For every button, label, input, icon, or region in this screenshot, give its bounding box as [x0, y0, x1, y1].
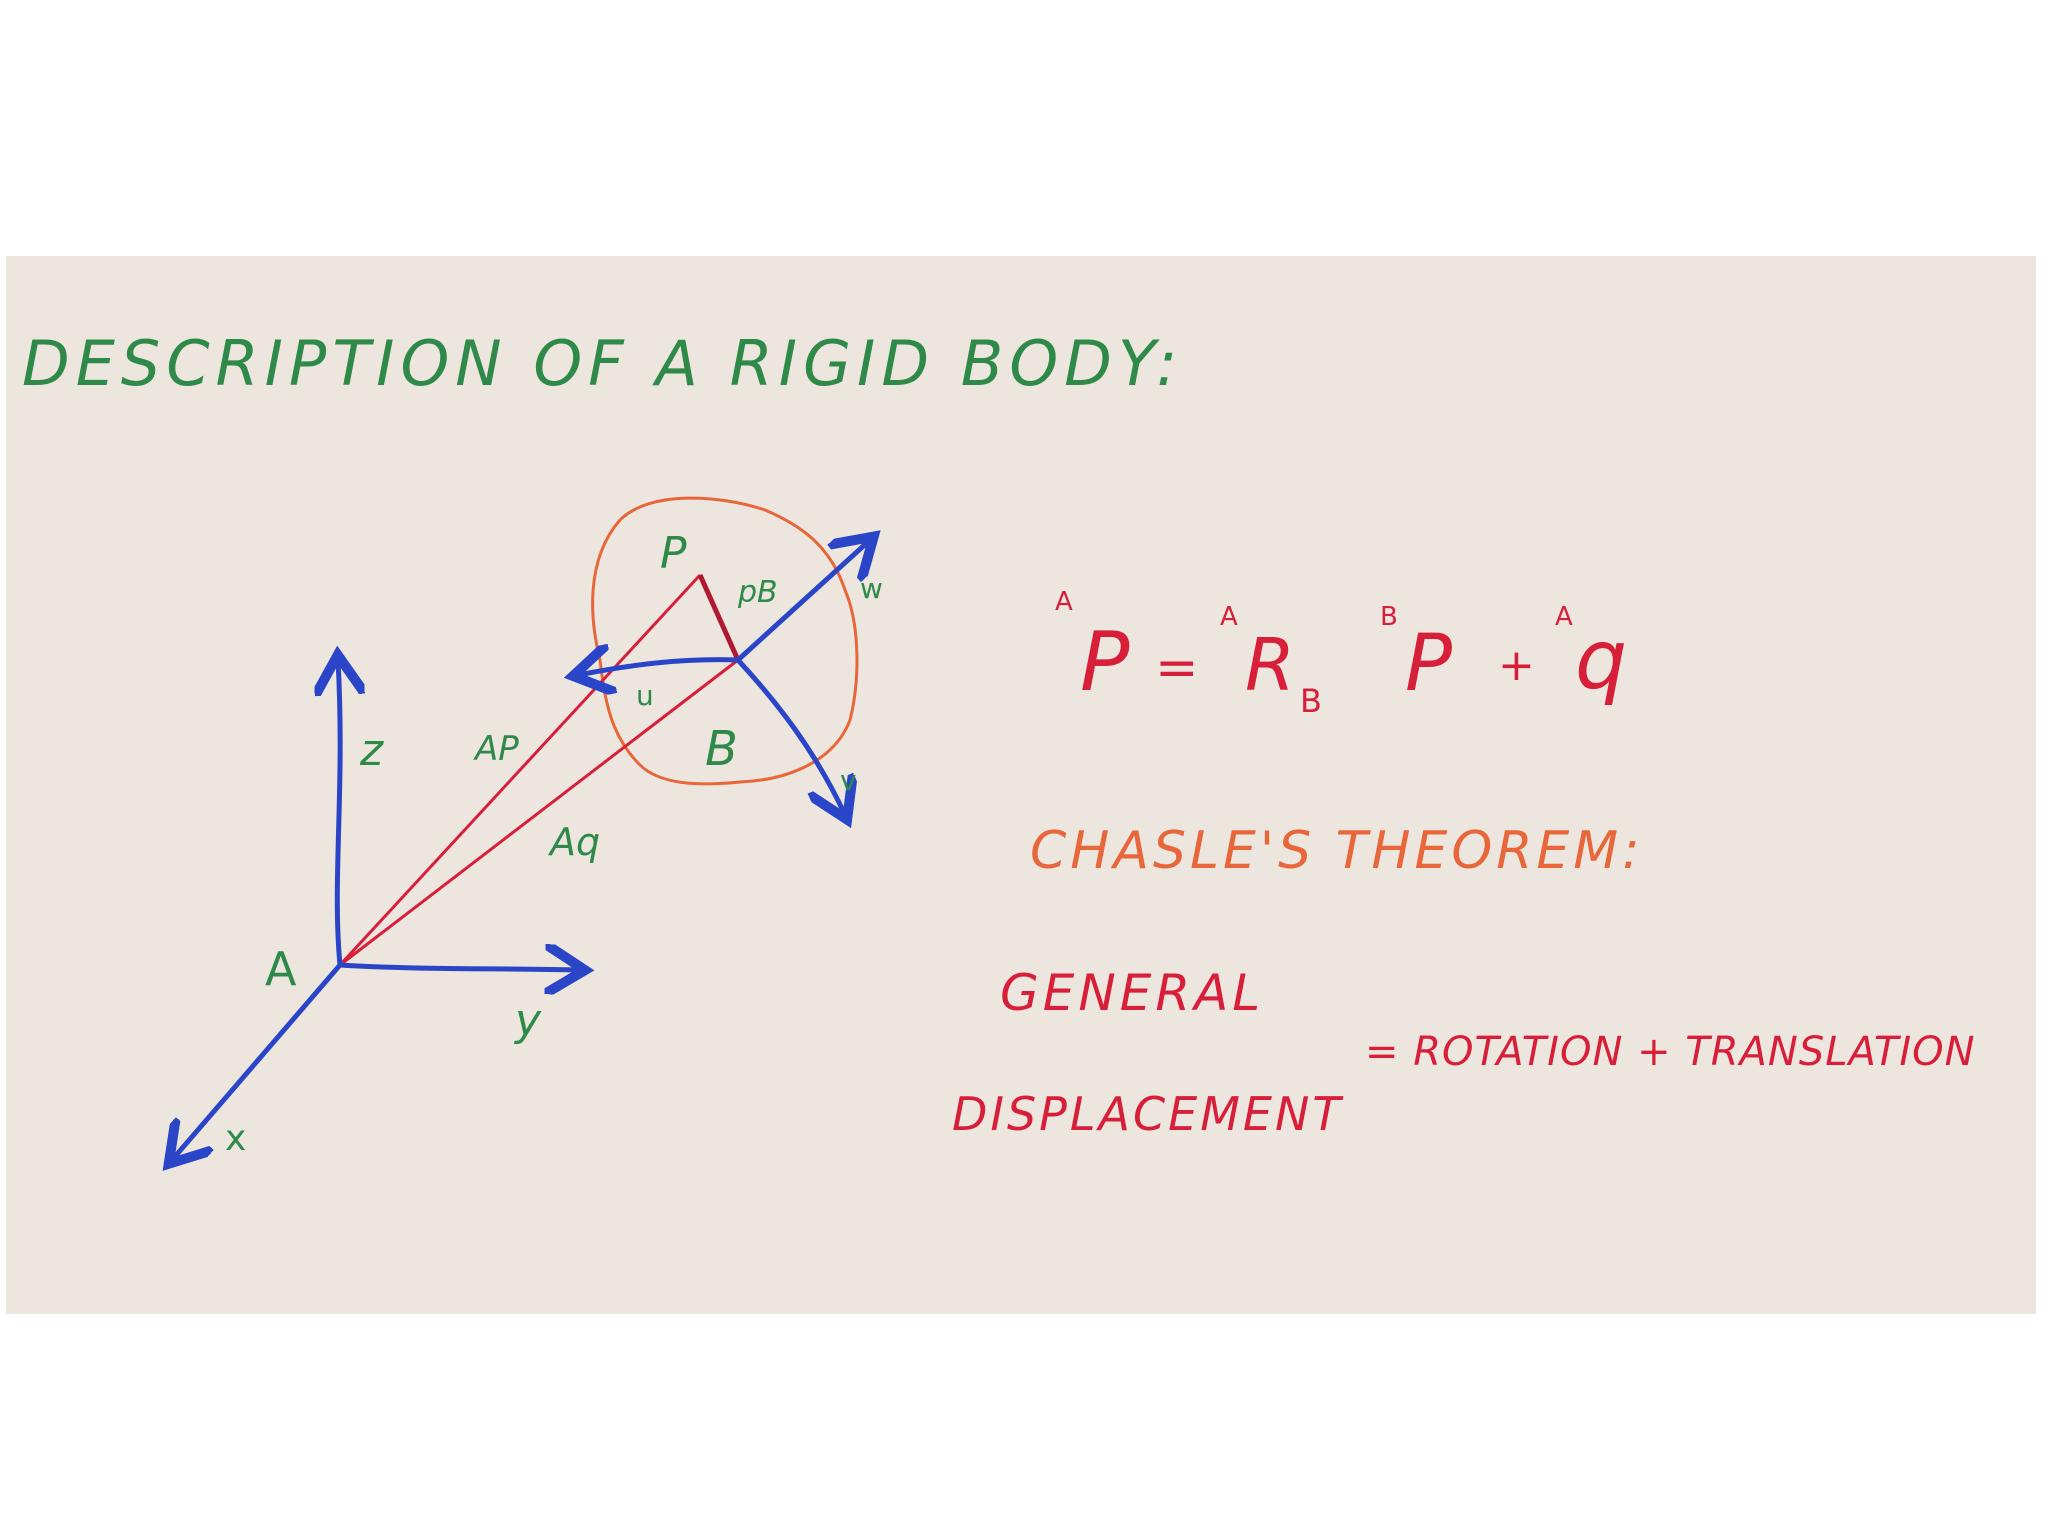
point-p-label: P	[660, 528, 687, 579]
vector-pb-label: pB	[737, 575, 778, 610]
eq-equals: =	[1155, 638, 1199, 698]
eq-rot-sub: B	[1300, 682, 1322, 720]
axis-z-label: z	[359, 725, 384, 776]
page-title: DESCRIPTION OF A RIGID BODY:	[22, 327, 1183, 400]
axis-u-line	[578, 660, 739, 675]
eq-vec-pre: B	[1380, 602, 1398, 632]
vector-ap-label: AP	[473, 729, 519, 769]
axis-v-label: v	[840, 764, 857, 797]
eq-trans-pre: A	[1555, 602, 1573, 632]
vector-aq-label: Aq	[547, 820, 600, 864]
origin-a-label: A	[265, 942, 297, 996]
theorem-general: GENERAL	[1000, 964, 1264, 1022]
axis-u-label: u	[636, 679, 654, 712]
theorem-rhs: = ROTATION + TRANSLATION	[1365, 1029, 1976, 1075]
axis-v-line	[736, 658, 845, 815]
vector-ap-line	[338, 573, 702, 967]
origin-b-label: B	[705, 721, 738, 777]
eq-lhs-pre: A	[1055, 587, 1073, 617]
eq-plus: +	[1498, 640, 1535, 691]
equation: A P = A R B B P + A q	[1055, 587, 1627, 720]
axis-w-line	[736, 540, 870, 662]
eq-rot-pre: A	[1220, 602, 1238, 632]
axis-w-label: w	[860, 572, 883, 605]
theorem-heading: CHASLE'S THEOREM:	[1030, 821, 1644, 881]
theorem-displacement: DISPLACEMENT	[952, 1087, 1344, 1141]
eq-vec-main: P	[1405, 619, 1452, 709]
vector-aq-line	[339, 658, 739, 967]
eq-lhs-main: P	[1080, 615, 1130, 710]
axis-z-line	[337, 660, 340, 966]
axis-x-label: x	[225, 1118, 246, 1159]
whiteboard	[6, 256, 2036, 1314]
eq-rot-main: R	[1245, 623, 1295, 707]
eq-trans-main: q	[1575, 613, 1627, 708]
axis-x-line	[172, 963, 342, 1160]
axis-y-label: y	[513, 995, 542, 1046]
axis-y-line	[339, 965, 580, 970]
vector-pb-line	[697, 573, 741, 662]
